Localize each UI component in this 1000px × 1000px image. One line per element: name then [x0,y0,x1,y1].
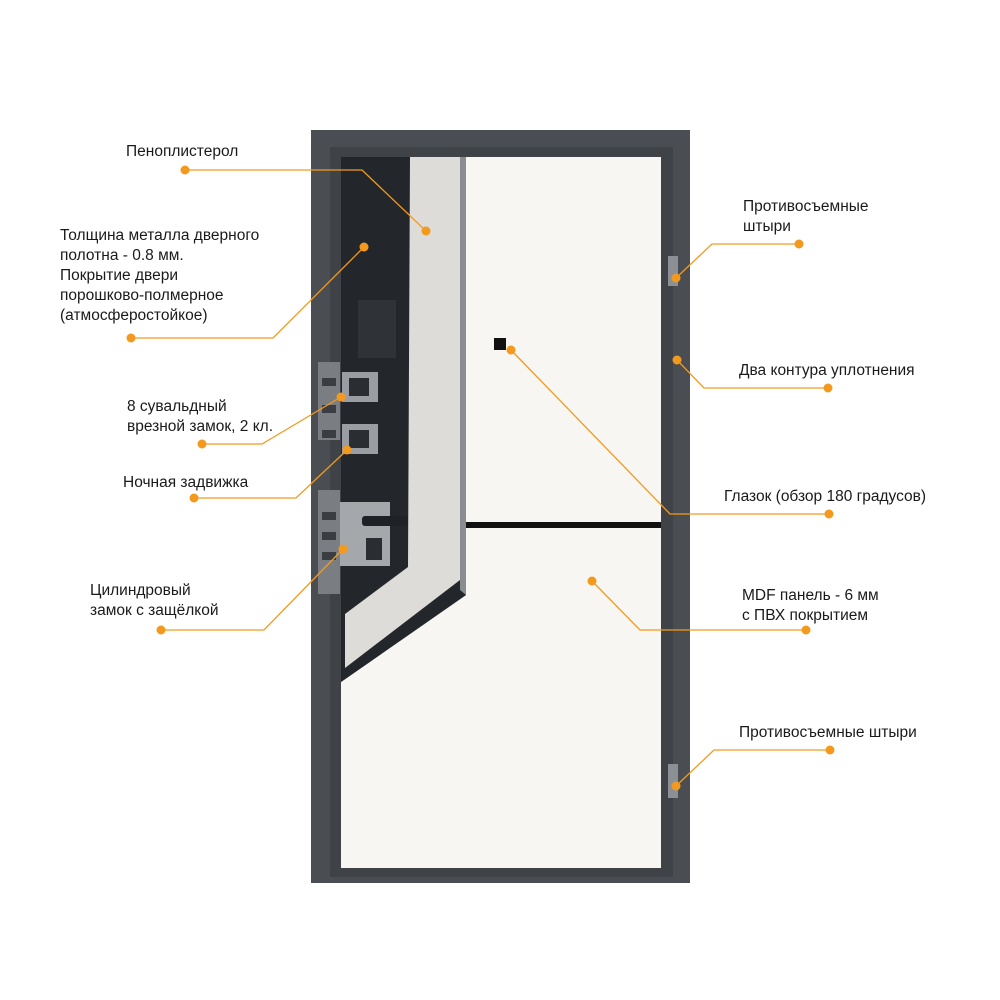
callout-line-pins-bottom [675,749,830,787]
callout-dot [587,576,597,586]
peephole-icon [494,338,506,350]
lock-bolt [322,512,336,520]
callout-dot [359,242,369,252]
lock-bolt [322,552,336,560]
lock-bolt [322,532,336,540]
anti-removal-pin-top [668,256,678,286]
lock-bolt-bar-lower [318,490,340,594]
label-anti-removal-pins-bottom: Противосъемные штыри [739,724,917,741]
foam-layer [345,157,460,668]
callout-line-cylinder [161,548,344,631]
door-handle [362,516,408,526]
callout-line-seal [676,359,828,389]
callout-dots [126,165,835,791]
lock-bolt [322,378,336,386]
label-anti-removal-pins-top: Противосъемные штыри [743,198,869,235]
lock-bolt [322,430,336,438]
label-foam: Пеноплистерол [126,143,239,160]
callout-dot [180,165,190,175]
panel-divider-strip [466,522,661,528]
label-metal-thickness: Толщина металла дверного полотна - 0.8 м… [60,227,260,324]
cylinder-lock-plate [340,502,390,566]
cutaway-inner-plate [358,300,396,358]
callout-line-pins-top [675,243,799,279]
lock-bolt [322,405,336,413]
mdf-panel-left-lower [341,595,466,868]
callout-line-foam [185,169,427,232]
callout-dot [506,345,516,355]
callout-dot [823,383,833,393]
lock-bolt-bar-upper [318,362,340,440]
label-mdf-panel: MDF панель - 6 мм с ПВХ покрытием [742,587,879,624]
callout-dot [197,439,207,449]
lever-lock-hole [349,378,369,396]
label-peephole: Глазок (обзор 180 градусов) [724,488,927,505]
callout-lines [131,169,830,787]
mdf-panel-lower [466,528,661,868]
callout-dot [189,493,199,503]
callout-line-metal [131,246,365,339]
callout-dot [671,781,681,791]
callout-dot [801,625,811,635]
callout-dot [825,745,835,755]
callout-dot [794,239,804,249]
label-cylinder-lock: Цилиндровый замок с защёлкой [90,582,219,619]
callout-dot [338,544,348,554]
callout-line-peephole [510,349,829,515]
callout-dot [672,355,682,365]
label-seal-contours: Два контура уплотнения [739,362,915,379]
callout-line-night-latch [194,449,348,499]
callout-dot [671,273,681,283]
callout-dot [421,226,431,236]
callout-line-lock8 [202,396,342,445]
cylinder-keyhole [366,538,382,560]
foam-edge [460,157,466,595]
callout-dot [156,625,166,635]
callout-dot [336,392,346,402]
callout-dot [342,445,352,455]
label-lever-lock: 8 сувальдный врезной замок, 2 кл. [127,398,274,435]
callout-dot [824,509,834,519]
callout-dot [126,333,136,343]
anti-removal-pin-bottom [668,764,678,798]
label-night-latch: Ночная задвижка [123,474,249,491]
night-latch-hole [349,430,369,448]
callout-line-mdf [591,580,806,631]
